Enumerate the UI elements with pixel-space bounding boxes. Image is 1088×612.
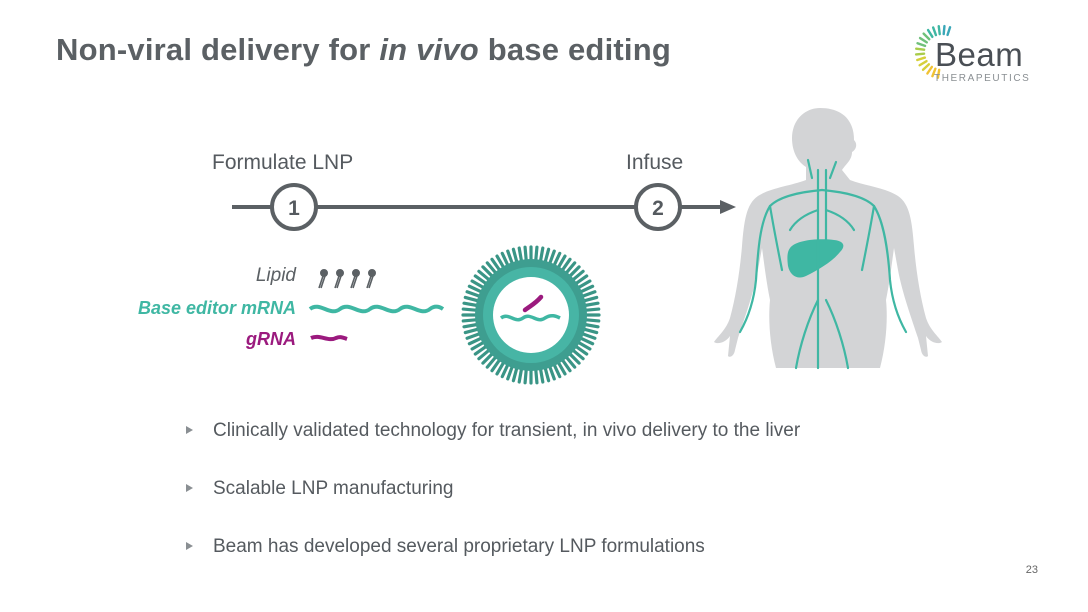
encapsulated-grna	[522, 294, 544, 313]
grna-label-text: gRNA	[246, 329, 296, 349]
slide-title: Non-viral delivery for in vivo base edit…	[56, 32, 671, 68]
beam-logo: Beam THERAPEUTICS	[912, 22, 1052, 92]
mrna-label: Base editor mRNA	[96, 298, 296, 320]
title-part-1: Non-viral delivery for	[56, 32, 380, 67]
step-1-number: 1	[288, 197, 300, 220]
logo-rays-icon	[914, 24, 952, 79]
bullet-arrow-icon	[186, 484, 193, 492]
step-1-circle: 1	[270, 183, 318, 231]
lipid-label-text: Lipid	[255, 265, 296, 286]
bullet-arrow-icon	[186, 426, 193, 434]
lipid-label: Lipid	[96, 265, 296, 287]
encapsulated-mrna	[499, 313, 561, 322]
bullet-arrow-icon	[186, 542, 193, 550]
grna-strand-icon	[310, 334, 348, 343]
title-part-2: base editing	[478, 32, 671, 67]
step-2-label: Infuse	[626, 151, 684, 174]
lipid-icon	[318, 268, 377, 289]
logo-wordmark: Beam	[935, 36, 1024, 73]
step-2-number: 2	[652, 197, 664, 220]
step-2-circle: 2	[634, 183, 682, 231]
bullet-text: Clinically validated technology for tran…	[213, 420, 801, 441]
title-emphasis: in vivo	[379, 32, 479, 67]
bullet-text: Scalable LNP manufacturing	[213, 478, 454, 499]
mrna-strand-icon	[308, 304, 445, 315]
logo-subtitle: THERAPEUTICS	[934, 73, 1031, 84]
grna-label: gRNA	[96, 329, 296, 351]
human-body-icon	[714, 108, 942, 370]
bullet-text: Beam has developed several proprietary L…	[213, 536, 705, 557]
step-1-label: Formulate LNP	[212, 151, 354, 174]
mrna-label-text: Base editor mRNA	[137, 298, 296, 318]
page-number: 23	[1025, 564, 1038, 576]
lipid-nanoparticle	[461, 245, 601, 385]
